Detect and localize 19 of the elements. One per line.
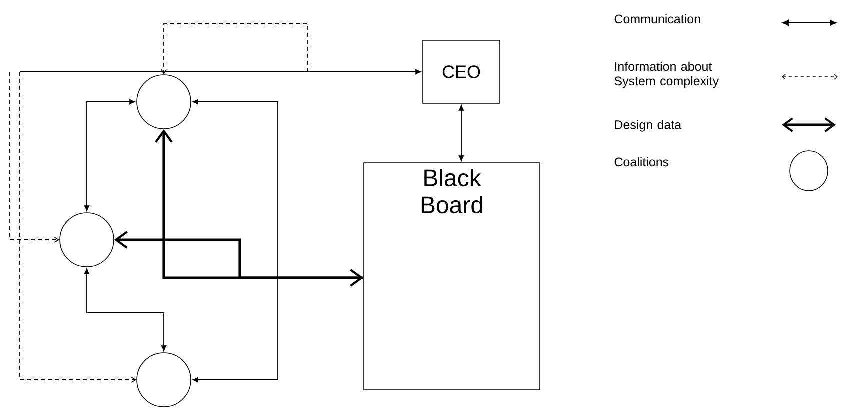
coalition-circle	[136, 352, 192, 408]
dashed-arrow	[10, 72, 60, 243]
coalition-circle	[60, 212, 114, 268]
legend-text: Coalitions	[614, 157, 669, 167]
arrow	[20, 69, 422, 75]
blackboard-box: Black Board	[364, 162, 540, 390]
arrow	[192, 99, 278, 383]
process-box: CEO	[422, 40, 500, 104]
arrow	[84, 268, 167, 352]
arrow	[458, 105, 464, 162]
arrow	[84, 99, 136, 212]
dashed-arrow	[161, 24, 308, 75]
coalition-circle	[136, 74, 192, 130]
legend-text: Design data	[615, 120, 682, 132]
thick-arrow	[114, 231, 364, 280]
thick-arrow	[155, 129, 364, 287]
dashed-arrow	[20, 72, 137, 383]
legend-text: Communication	[614, 14, 700, 24]
legend-text: Information about System complexity	[614, 62, 720, 88]
